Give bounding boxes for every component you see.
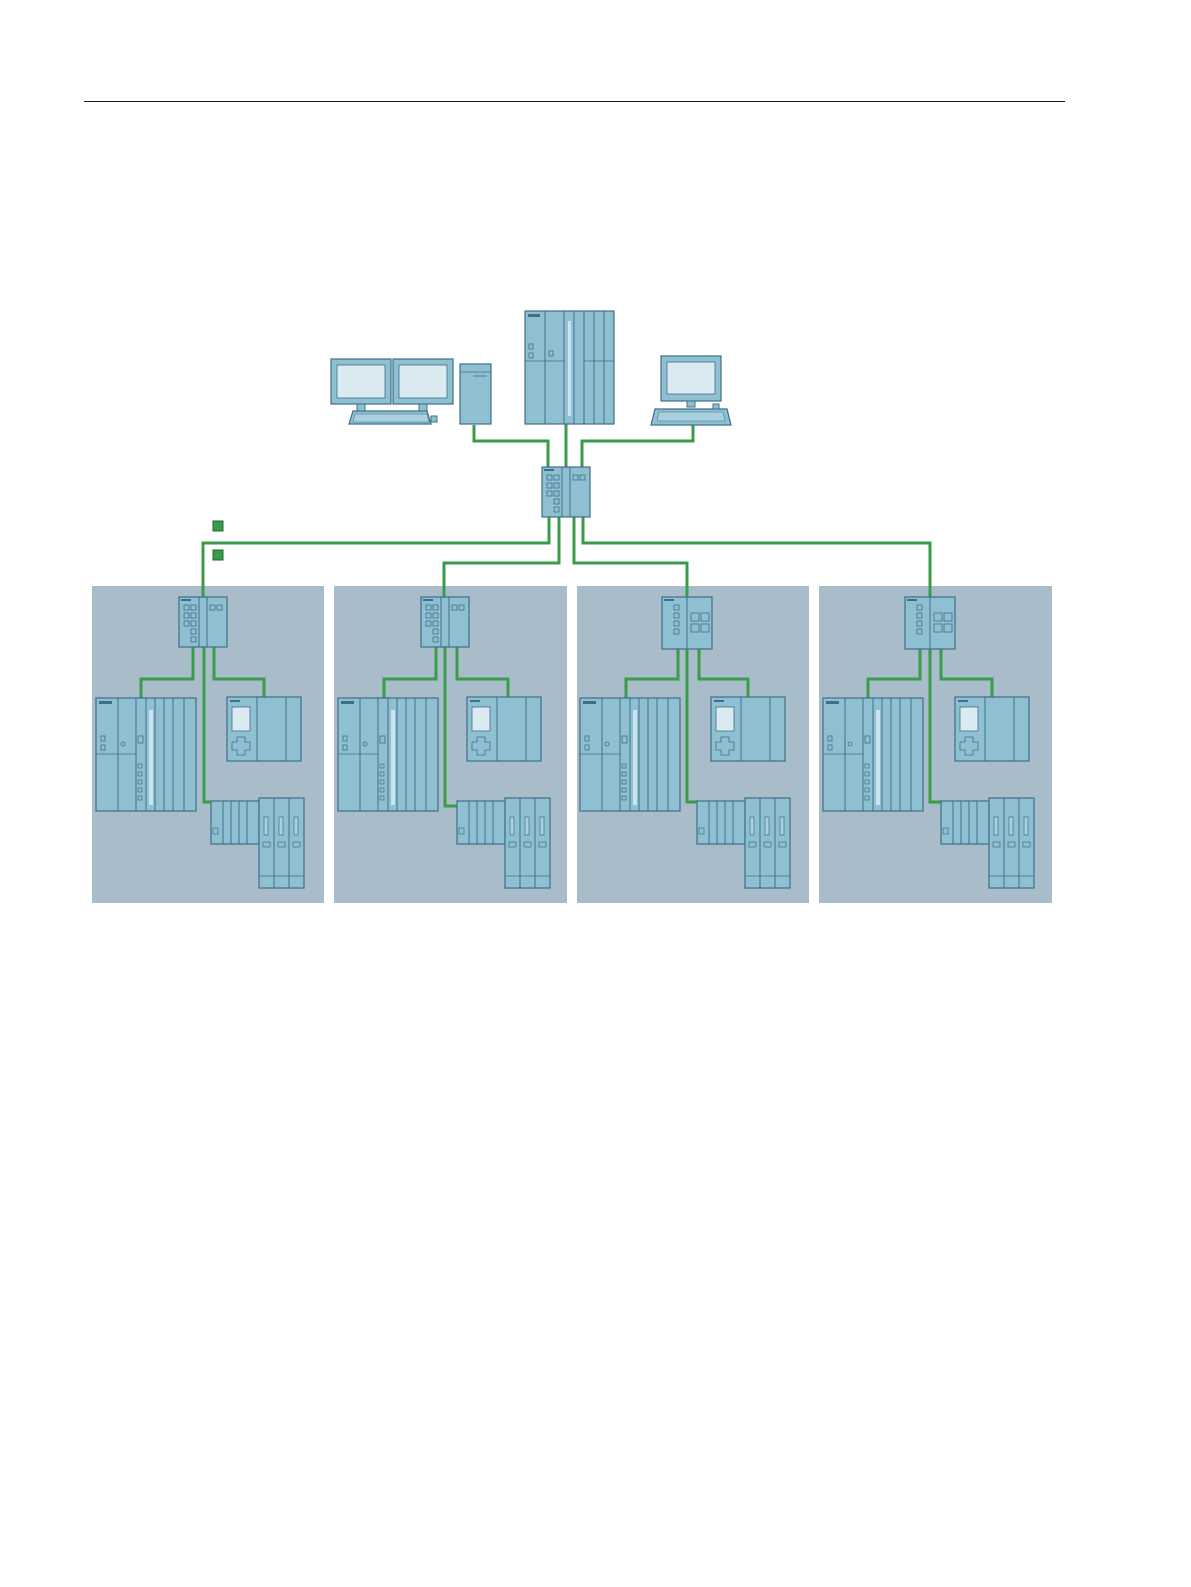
link-backbone-cell-4 bbox=[583, 517, 930, 597]
dual-monitor-workstation-icon bbox=[331, 359, 453, 424]
cell-3-hmi-panel-icon bbox=[711, 697, 785, 761]
backbone-switch-icon bbox=[542, 467, 590, 517]
cell-3-switch-icon bbox=[662, 597, 712, 649]
link-operator-to-switch bbox=[582, 425, 693, 467]
cell-1-hmi-panel-icon bbox=[227, 697, 301, 761]
link-backbone-cell-1 bbox=[203, 517, 549, 597]
cell-4-switch-icon bbox=[905, 597, 955, 649]
legend-marker-2 bbox=[213, 550, 223, 560]
link-server-to-switch bbox=[474, 425, 548, 467]
cell-4-plc-rack-icon bbox=[823, 698, 923, 811]
cell-3-plc-rack-icon bbox=[580, 698, 680, 811]
pc-tower-icon bbox=[460, 364, 491, 424]
cell-2-hmi-panel-icon bbox=[467, 697, 541, 761]
laptop-workstation-icon bbox=[651, 356, 731, 425]
cell-2-plc-rack-icon bbox=[338, 698, 438, 811]
cell-1-plc-rack-icon bbox=[96, 698, 196, 811]
cell-4-hmi-panel-icon bbox=[955, 697, 1029, 761]
legend-marker-1 bbox=[213, 521, 223, 531]
cell-1-switch-icon bbox=[179, 597, 227, 647]
cell-2-switch-icon bbox=[421, 597, 469, 647]
plc-rack-icon bbox=[525, 311, 614, 424]
link-backbone-cell-2 bbox=[444, 517, 559, 597]
link-backbone-cell-3 bbox=[574, 517, 687, 597]
